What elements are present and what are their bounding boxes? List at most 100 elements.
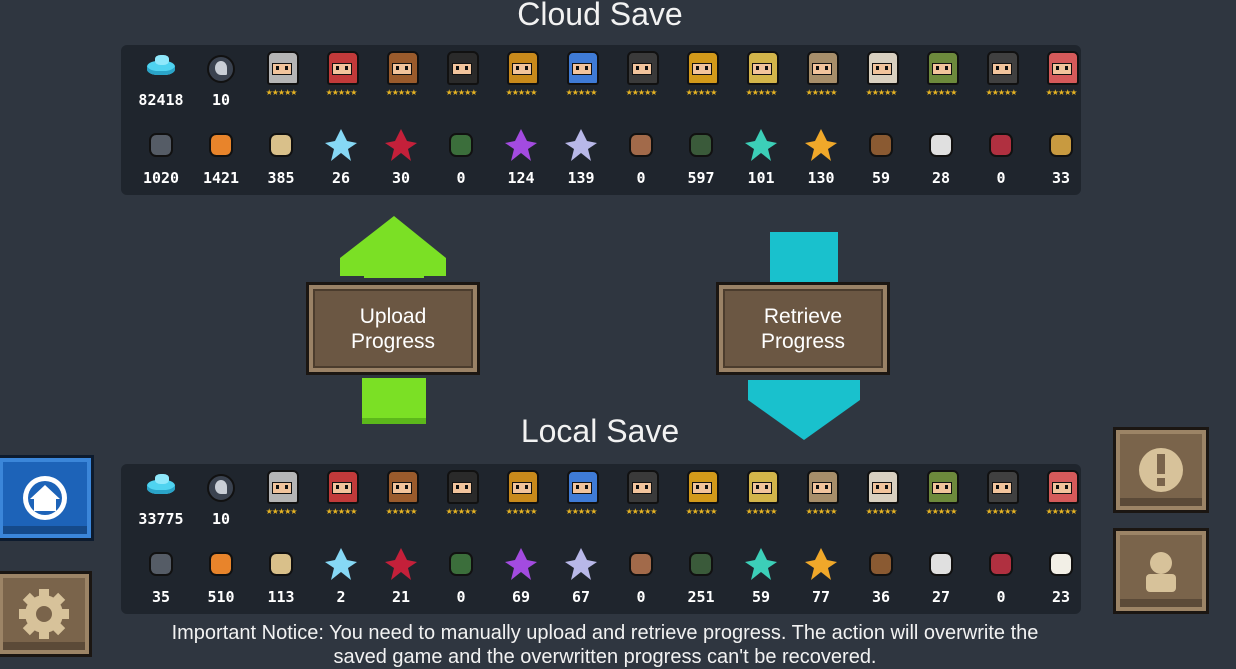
cloud-save-title: Cloud Save (517, 0, 683, 32)
local-hero-druid: ★★★★★ (911, 464, 971, 534)
local-material-12: 36 (851, 542, 911, 612)
priest-hero-icon (861, 466, 901, 506)
local-material-count: 510 (207, 588, 235, 606)
hero-stars: ★★★★★ (565, 88, 598, 97)
knight-hero-icon (261, 466, 301, 506)
battery-icon (681, 125, 721, 165)
local-material-count: 113 (267, 588, 295, 606)
cloud-material-count: 385 (267, 169, 295, 187)
paladin-hero-icon (681, 47, 721, 87)
ore-icon (141, 125, 181, 165)
cloud-material-count: 28 (931, 169, 951, 187)
red-crystal-icon (381, 544, 421, 584)
ore-icon (141, 544, 181, 584)
local-hero-werewolf: ★★★★★ (791, 464, 851, 534)
totem-icon (621, 544, 661, 584)
copper-icon (201, 544, 241, 584)
local-material-3: 2 (311, 542, 371, 612)
cloud-hero-rogue: ★★★★★ (311, 45, 371, 115)
cloud-material-count: 33 (1051, 169, 1071, 187)
fire-crystal-icon (801, 544, 841, 584)
ice-crystal-icon (321, 544, 361, 584)
hero-stars: ★★★★★ (505, 88, 538, 97)
copper-icon (201, 125, 241, 165)
cloud-material-10: 101 (731, 123, 791, 193)
werewolf-hero-icon (801, 466, 841, 506)
circuit-icon (981, 125, 1021, 165)
cloud-material-6: 124 (491, 123, 551, 193)
upload-label-line-1: Upload (359, 304, 427, 328)
notice-button[interactable] (1113, 427, 1209, 513)
cloud-save-panel: 82418 10 ★★★★★★★★★★★★★★★★★★★★★★★★★★★★★★★… (121, 45, 1081, 195)
hero-stars: ★★★★★ (625, 507, 658, 516)
user-icon (1146, 552, 1176, 592)
hero-stars: ★★★★★ (805, 507, 838, 516)
cloud-material-15: 33 (1031, 123, 1091, 193)
retrieve-progress-button[interactable]: Retrieve Progress (716, 282, 890, 375)
green-crystal-icon (741, 125, 781, 165)
upload-progress-button[interactable]: Upload Progress (306, 282, 480, 375)
wood-icon (261, 544, 301, 584)
cannon-icon (861, 125, 901, 165)
local-material-13: 27 (911, 542, 971, 612)
horn-icon (1041, 125, 1081, 165)
vampire-hero-icon (621, 47, 661, 87)
hero-stars: ★★★★★ (625, 88, 658, 97)
cloud-material-5: 0 (431, 123, 491, 193)
hero-stars: ★★★★★ (265, 88, 298, 97)
settings-button[interactable] (0, 571, 92, 657)
cloud-material-3: 26 (311, 123, 371, 193)
local-material-8: 0 (611, 542, 671, 612)
cloud-material-1: 1421 (191, 123, 251, 193)
hero-stars: ★★★★★ (445, 88, 478, 97)
local-gems: 33775 (131, 464, 191, 534)
retrieve-label-line-1: Retrieve (763, 304, 843, 328)
local-hero-assassin: ★★★★★ (431, 464, 491, 534)
hero-stars: ★★★★★ (685, 507, 718, 516)
hero-stars: ★★★★★ (565, 507, 598, 516)
wizard-hero-icon (381, 47, 421, 87)
local-heroes-row: 33775 10 ★★★★★ ★★★★★ ★★★★★ ★★★★★ ★★★★★ ★★★★★ ★… (121, 464, 1081, 534)
local-material-4: 21 (371, 542, 431, 612)
cloud-hero-priest: ★★★★★ (851, 45, 911, 115)
upload-label-line-2: Progress (350, 329, 436, 353)
cloud-hero-elf: ★★★★★ (731, 45, 791, 115)
retrieve-label-line-2: Progress (760, 329, 846, 353)
circuit-icon (981, 544, 1021, 584)
cloud-material-13: 28 (911, 123, 971, 193)
alchemist-hero-icon (561, 47, 601, 87)
hero-stars: ★★★★★ (1045, 507, 1078, 516)
local-material-count: 36 (871, 588, 891, 606)
cloud-hero-engineer: ★★★★★ (491, 45, 551, 115)
hero-stars: ★★★★★ (985, 88, 1018, 97)
cloud-material-8: 0 (611, 123, 671, 193)
community-button[interactable] (0, 455, 94, 541)
hero-stars: ★★★★★ (925, 88, 958, 97)
local-material-1: 510 (191, 542, 251, 612)
account-button[interactable] (1113, 528, 1209, 614)
local-coins: 10 (191, 464, 251, 534)
engineer-hero-icon (501, 466, 541, 506)
local-save-panel: 33775 10 ★★★★★ ★★★★★ ★★★★★ ★★★★★ ★★★★★ ★★★★★ ★… (121, 464, 1081, 614)
local-hero-knight: ★★★★★ (251, 464, 311, 534)
robot-hero-icon (981, 466, 1021, 506)
ice-crystal-icon (321, 125, 361, 165)
assassin-hero-icon (441, 466, 481, 506)
community-logo-icon (23, 476, 67, 520)
hero-stars: ★★★★★ (265, 507, 298, 516)
red-crystal-icon (381, 125, 421, 165)
cloud-material-count: 1020 (142, 169, 180, 187)
hero-stars: ★★★★★ (325, 507, 358, 516)
coin-icon (201, 466, 241, 506)
local-material-count: 0 (636, 588, 646, 606)
local-hero-rogue: ★★★★★ (311, 464, 371, 534)
local-material-count: 69 (511, 588, 531, 606)
hero-stars: ★★★★★ (985, 507, 1018, 516)
cloud-hero-knight: ★★★★★ (251, 45, 311, 115)
cloud-material-count: 139 (567, 169, 595, 187)
paladin-hero-icon (681, 466, 721, 506)
hero-stars: ★★★★★ (685, 88, 718, 97)
berserker-hero-icon (1041, 47, 1081, 87)
cloud-material-count: 124 (507, 169, 535, 187)
cloud-material-count: 597 (687, 169, 715, 187)
